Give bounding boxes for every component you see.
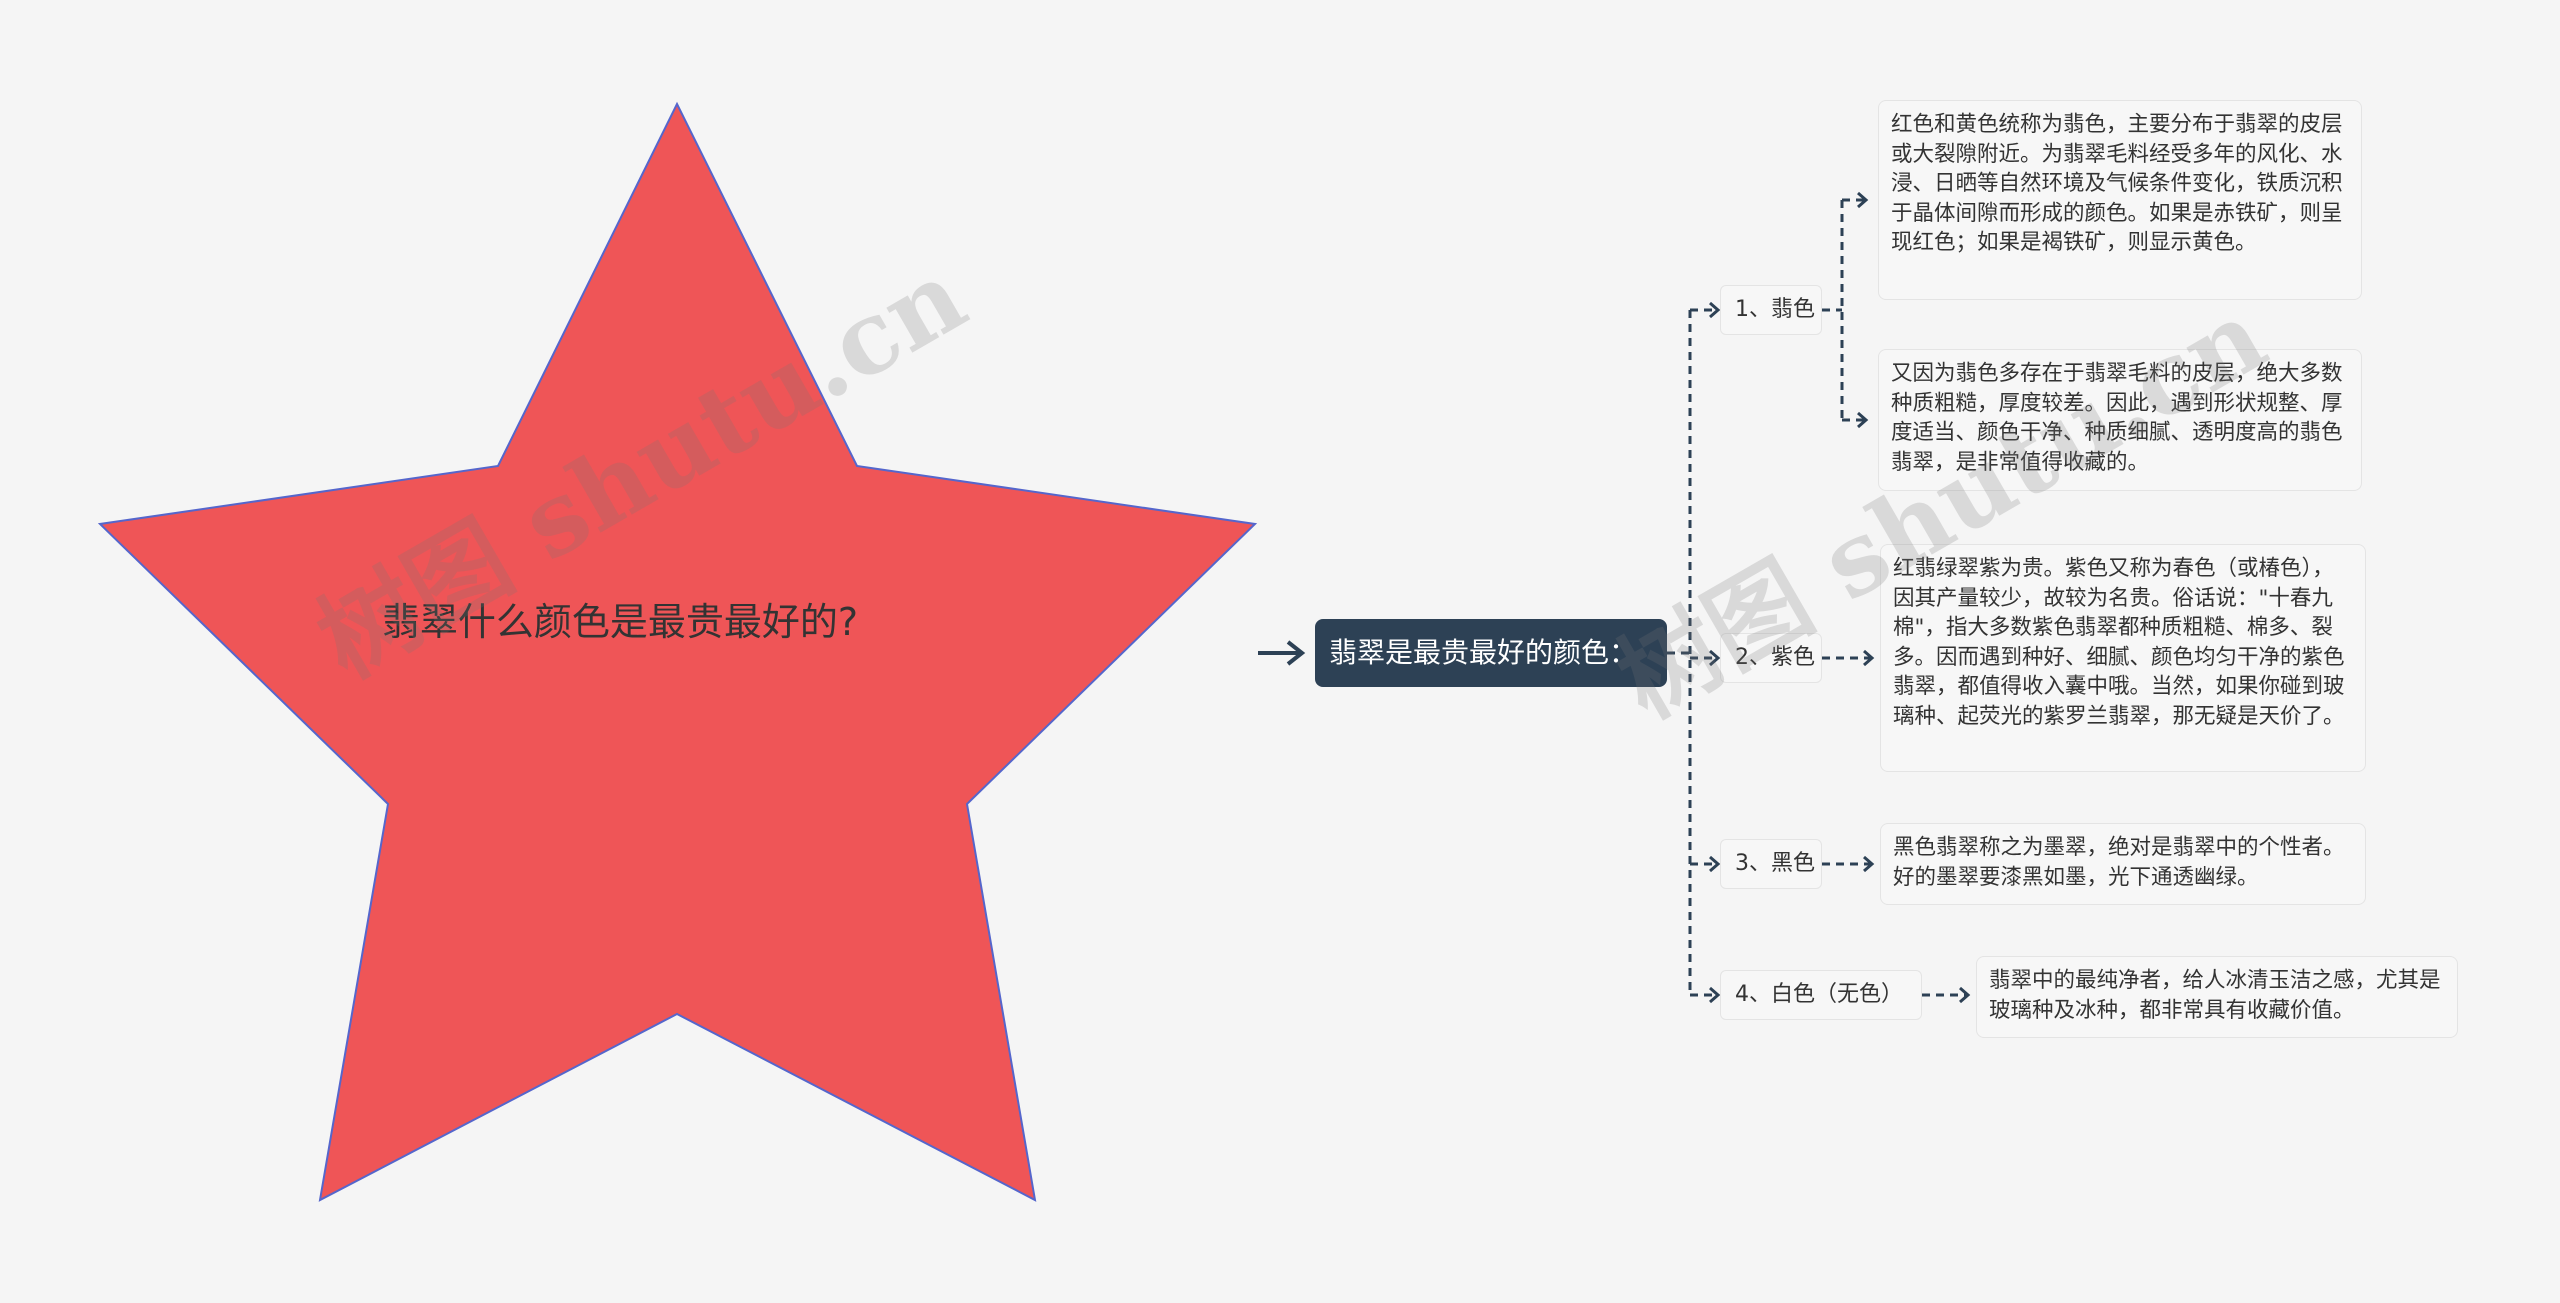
- branch-node-1[interactable]: 1、翡色: [1720, 285, 1822, 335]
- arrow-branch-3: [1709, 855, 1721, 873]
- leaf-node-2-1[interactable]: 红翡绿翠紫为贵。紫色又称为春色（或椿色），因其产量较少，故较为名贵。俗话说："十…: [1880, 544, 2366, 772]
- arrow-branch-1: [1709, 301, 1721, 319]
- arrow-leaf-3: [1863, 855, 1875, 873]
- branch-node-4[interactable]: 4、白色（无色）: [1720, 970, 1922, 1020]
- branch-node-2[interactable]: 2、紫色: [1720, 633, 1822, 683]
- arrow-branch-2: [1709, 649, 1721, 667]
- arrow-leaf-4: [1959, 986, 1971, 1004]
- arrow-branch-4: [1709, 986, 1721, 1004]
- root-to-center-arrow: [1286, 640, 1306, 666]
- leaf-node-4-1[interactable]: 翡翠中的最纯净者，给人冰清玉洁之感，尤其是玻璃种及冰种，都非常具有收藏价值。: [1976, 956, 2458, 1038]
- leaf-node-3-1[interactable]: 黑色翡翠称之为墨翠，绝对是翡翠中的个性者。好的墨翠要漆黑如墨，光下通透幽绿。: [1880, 823, 2366, 905]
- root-star-shape: [97, 101, 1258, 1202]
- branch-node-3[interactable]: 3、黑色: [1720, 839, 1822, 889]
- arrow-leaf-2: [1863, 649, 1875, 667]
- root-topic-title[interactable]: 翡翠什么颜色是最贵最好的?: [381, 600, 859, 644]
- arrow-leaf-1-1: [1857, 191, 1869, 209]
- arrow-leaf-1-2: [1857, 411, 1869, 429]
- leaf-node-1-1[interactable]: 红色和黄色统称为翡色，主要分布于翡翠的皮层或大裂隙附近。为翡翠毛料经受多年的风化…: [1878, 100, 2362, 300]
- center-topic-node[interactable]: 翡翠是最贵最好的颜色：: [1315, 619, 1667, 687]
- leaf-node-1-2[interactable]: 又因为翡色多存在于翡翠毛料的皮层，绝大多数种质粗糙，厚度较差。因此，遇到形状规整…: [1878, 349, 2362, 491]
- branch-1-leaf-spine: [1822, 200, 1844, 420]
